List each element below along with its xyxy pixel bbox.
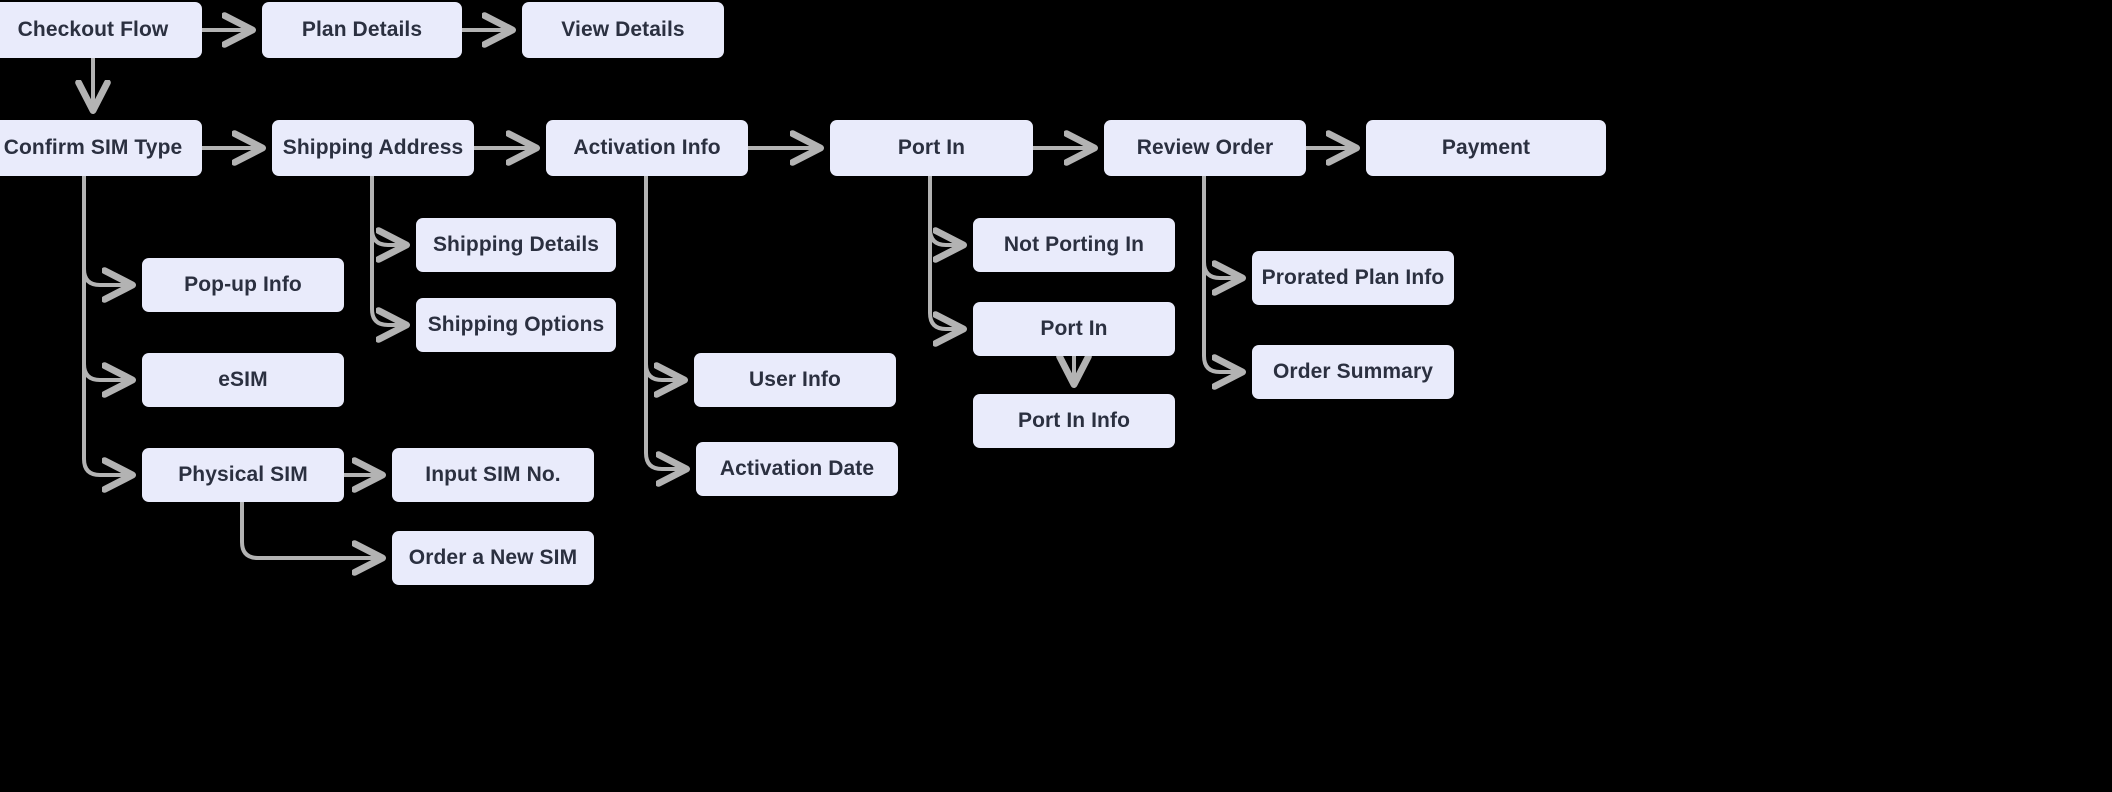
flow-node-label: View Details [561, 18, 685, 42]
flow-node-order_summary[interactable]: Order Summary [1252, 345, 1454, 399]
flow-node-user_info[interactable]: User Info [694, 353, 896, 407]
flow-node-popup_info[interactable]: Pop-up Info [142, 258, 344, 312]
flow-node-label: Activation Info [573, 136, 721, 160]
flow-node-plan_details[interactable]: Plan Details [262, 2, 462, 58]
flow-node-label: Shipping Address [282, 136, 464, 160]
flow-node-port_in_info[interactable]: Port In Info [973, 394, 1175, 448]
flow-node-label: Plan Details [301, 18, 423, 42]
flow-node-label: User Info [749, 368, 841, 392]
connector-shipping_addr-to-shipping_details [370, 174, 405, 245]
flow-node-label: Physical SIM [178, 463, 308, 487]
flow-node-prorated_plan[interactable]: Prorated Plan Info [1252, 251, 1454, 305]
flow-node-label: Payment [1441, 136, 1531, 160]
flow-node-activation_info[interactable]: Activation Info [546, 120, 748, 176]
flow-node-not_porting_in[interactable]: Not Porting In [973, 218, 1175, 272]
flow-node-shipping_addr[interactable]: Shipping Address [272, 120, 474, 176]
flow-node-checkout_flow[interactable]: Checkout Flow [0, 2, 202, 58]
flow-node-label: Not Porting In [1003, 233, 1145, 257]
connector-confirm_sim-to-esim [82, 174, 131, 380]
flow-node-label: Port In Info [1017, 409, 1130, 433]
flow-node-label: Input SIM No. [425, 463, 561, 487]
connector-physical_sim-to-order_new_sim [240, 500, 381, 558]
connector-shipping_addr-to-shipping_options [370, 174, 405, 325]
flow-node-label: Pop-up Info [184, 273, 302, 297]
flow-node-label: Checkout Flow [17, 18, 169, 42]
flow-node-label: Activation Date [719, 457, 875, 481]
flow-node-esim[interactable]: eSIM [142, 353, 344, 407]
flow-node-shipping_options[interactable]: Shipping Options [416, 298, 616, 352]
flow-node-label: Port In [1040, 317, 1108, 341]
flow-node-order_new_sim[interactable]: Order a New SIM [392, 531, 594, 585]
connector-port_in_main-to-port_in_sub [928, 174, 962, 329]
flow-node-label: Shipping Details [432, 233, 600, 257]
connector-activation_info-to-user_info [644, 174, 683, 380]
connector-review_order-to-prorated_plan [1202, 174, 1241, 278]
flow-node-label: eSIM [218, 368, 268, 392]
flow-node-label: Confirm SIM Type [3, 136, 183, 160]
connector-review_order-to-order_summary [1202, 174, 1241, 372]
connector-activation_info-to-activation_date [644, 174, 685, 469]
flow-node-review_order[interactable]: Review Order [1104, 120, 1306, 176]
flow-node-input_sim_no[interactable]: Input SIM No. [392, 448, 594, 502]
connector-port_in_main-to-not_porting_in [928, 174, 962, 245]
connector-confirm_sim-to-popup_info [82, 174, 131, 285]
flow-node-activation_date[interactable]: Activation Date [696, 442, 898, 496]
flow-node-port_in_sub[interactable]: Port In [973, 302, 1175, 356]
flow-node-port_in_main[interactable]: Port In [830, 120, 1033, 176]
connector-confirm_sim-to-physical_sim [82, 174, 131, 475]
flow-node-confirm_sim[interactable]: Confirm SIM Type [0, 120, 202, 176]
flow-node-payment[interactable]: Payment [1366, 120, 1606, 176]
flow-node-label: Shipping Options [427, 313, 605, 337]
flow-node-label: Port In [897, 136, 966, 160]
flow-node-label: Order a New SIM [408, 546, 578, 570]
flow-node-view_details[interactable]: View Details [522, 2, 724, 58]
flow-node-physical_sim[interactable]: Physical SIM [142, 448, 344, 502]
flow-node-label: Review Order [1136, 136, 1274, 160]
flow-node-label: Order Summary [1272, 360, 1434, 384]
flow-node-label: Prorated Plan Info [1261, 266, 1445, 290]
flow-node-shipping_details[interactable]: Shipping Details [416, 218, 616, 272]
